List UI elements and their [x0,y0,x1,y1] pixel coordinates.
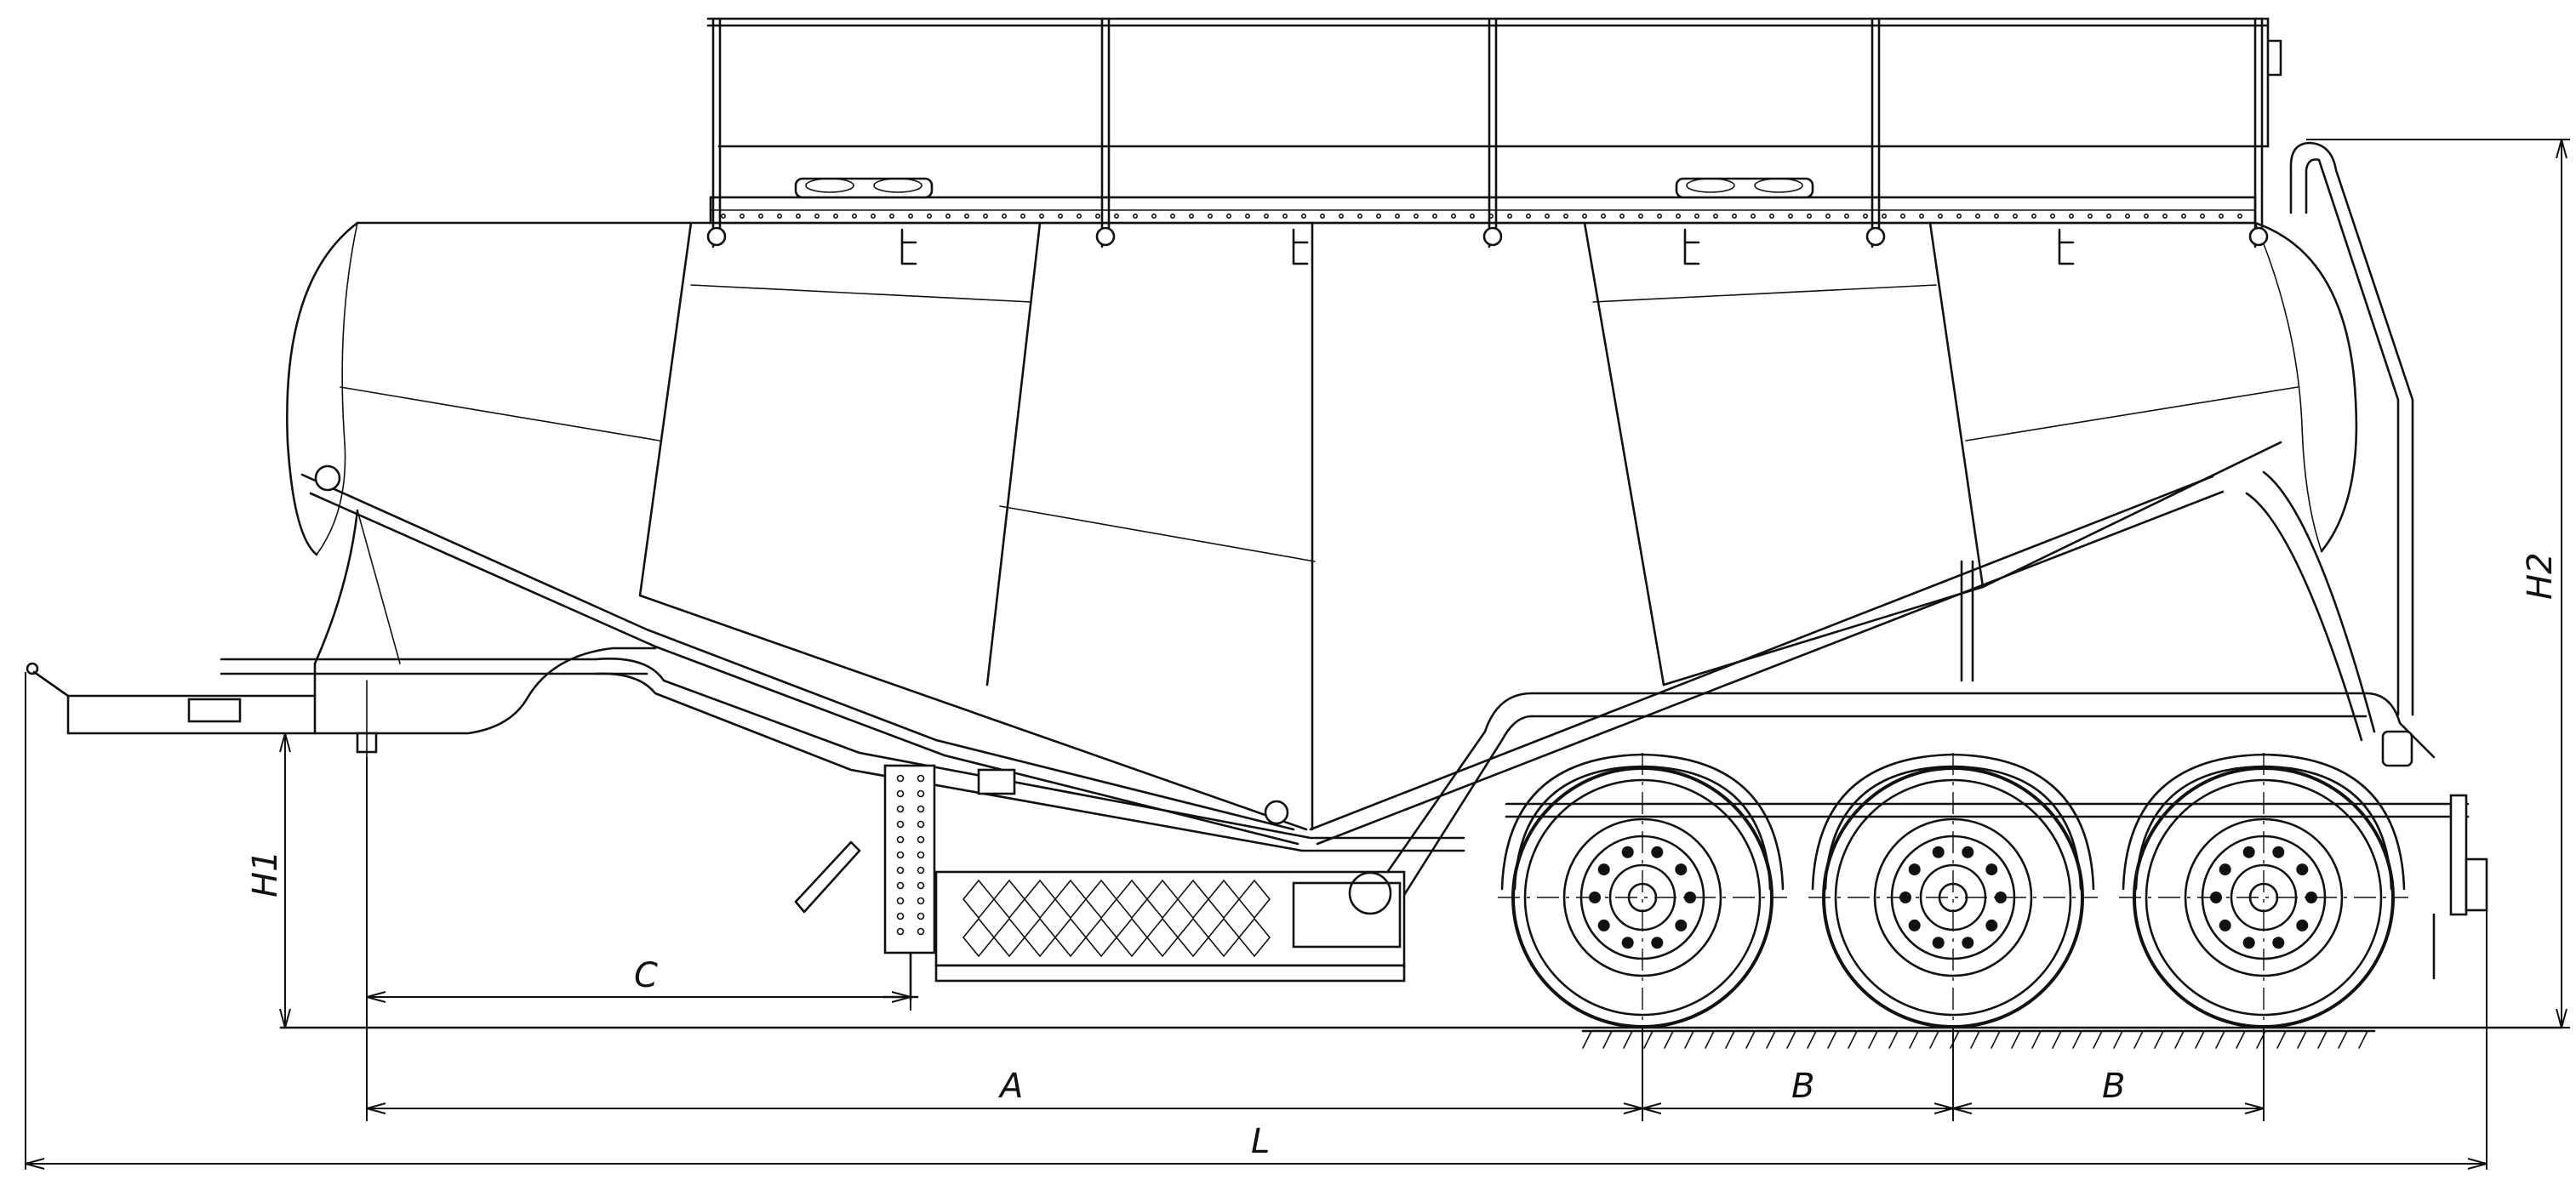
dim-label-a: A [997,1067,1023,1106]
axle-group [1498,753,2408,1042]
dim-axle-spacing-2: B [1952,1067,2265,1114]
wheel-1 [1498,753,1787,1042]
dim-label-h1: H1 [246,850,285,897]
kingpin [356,680,378,766]
rear-ladder [2289,141,2414,716]
dim-axle-spacing-1: B [1642,1067,1954,1114]
dim-overall-length: L [25,1122,2487,1170]
dim-label-b1: B [1791,1067,1814,1106]
dimension-lines: L A B B C H1 [25,139,2570,1170]
dim-label-l: L [1251,1122,1270,1161]
dim-kingpin-to-landing-gear: C [366,956,911,1003]
dim-label-c: C [634,956,658,995]
tank-body [286,221,2358,831]
discharge-pipes [300,464,2413,846]
dim-kingpin-to-axle: A [366,1067,1643,1114]
manhole-front [794,177,934,199]
ground-line [279,1026,2563,1049]
rear-bumper [2432,794,2488,980]
wheel-2 [1808,753,2098,1042]
dim-label-b2: B [2102,1067,2125,1106]
chassis-frame [26,509,2470,903]
top-walkway [709,177,2257,225]
handrail [706,17,2282,265]
landing-gear [794,764,936,1001]
dim-fifth-wheel-height: H1 [246,732,291,1028]
spare-compressor-area [934,768,1406,983]
wheel-3 [2119,753,2408,1042]
dim-overall-height: H2 [2521,139,2567,1028]
manhole-rear [1675,177,1814,199]
dim-label-h2: H2 [2521,552,2560,600]
